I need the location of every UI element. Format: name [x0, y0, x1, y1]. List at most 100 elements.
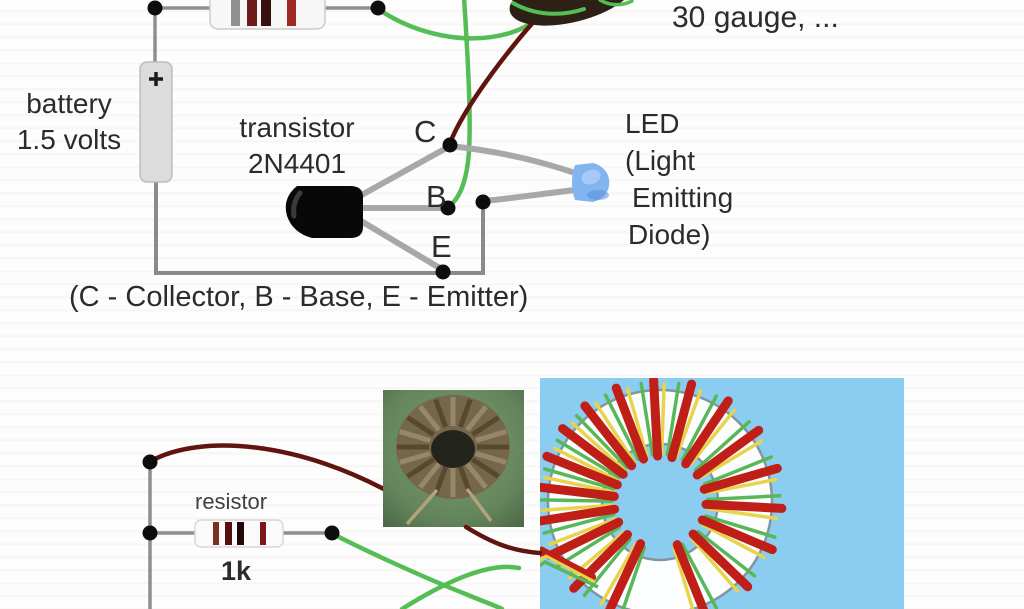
winding-wire — [593, 401, 636, 464]
winding-wire — [542, 475, 615, 494]
photo-coil-windings — [397, 397, 509, 497]
led-symbol — [447, 143, 610, 204]
winding-wire — [693, 419, 751, 472]
resistor-band — [237, 522, 244, 545]
toroid-lead-green — [540, 559, 599, 589]
winding-wire — [667, 379, 697, 463]
transistor-body — [285, 186, 363, 238]
winding-wire — [548, 517, 617, 547]
winding-wire — [639, 381, 655, 457]
resistor-band — [225, 522, 232, 545]
green-wire-bottom-b — [399, 564, 522, 609]
winding-wire — [705, 477, 778, 495]
junction-dot — [142, 454, 158, 470]
winding-wire — [540, 504, 620, 526]
winding-wire — [672, 540, 711, 609]
winding-wire — [688, 529, 753, 592]
winding-wire — [699, 439, 763, 480]
battery-body — [139, 61, 173, 183]
resistor-band — [213, 522, 219, 545]
junction-dot — [442, 137, 458, 153]
photo-winding — [406, 457, 435, 479]
resistor-band — [261, 0, 271, 26]
photo-winding — [433, 398, 448, 428]
top-resistor-symbol — [209, 0, 326, 30]
junction-dot — [440, 200, 456, 216]
battery-symbol — [139, 61, 173, 183]
led-label-line4: Diode) — [628, 219, 711, 250]
transistor-label-line1: transistor — [239, 112, 355, 143]
battery-label-line2: 1.5 volts — [16, 124, 122, 155]
winding-wire — [545, 517, 624, 560]
winding-wire — [692, 425, 764, 480]
winding-wire — [700, 522, 766, 560]
junction-dot — [147, 0, 163, 16]
resistor-band — [260, 522, 266, 545]
winding-wire — [599, 541, 638, 606]
winding-wire — [649, 378, 663, 461]
led-highlight — [581, 169, 601, 185]
resistor-value-label: 1k — [221, 556, 252, 586]
photo-winding — [471, 457, 500, 479]
red-wire-to-coil — [148, 443, 403, 501]
photo-winding — [465, 462, 488, 490]
led-shade — [587, 190, 609, 200]
toroid-lead-red — [540, 546, 596, 581]
battery-plus-icon — [149, 72, 163, 86]
photo-winding — [399, 429, 431, 443]
led-label-line3: Emitting — [632, 182, 734, 213]
winding-wire — [625, 386, 649, 458]
transistor-lead-c — [355, 143, 453, 200]
winding-wire — [706, 493, 782, 502]
winding-wire — [580, 401, 637, 471]
photo-winding — [475, 429, 507, 443]
junction-dot — [475, 194, 491, 210]
junction-dot — [142, 525, 158, 541]
winding-wire — [688, 408, 737, 467]
photo-winding — [399, 451, 431, 465]
winding-wire — [665, 381, 681, 457]
winding-wire — [570, 421, 627, 472]
pin-legend: (C - Collector, B - Base, E - Emitter) — [69, 281, 529, 313]
transistor-lead-e — [353, 215, 446, 273]
winding-wire — [611, 383, 649, 464]
winding-wire — [696, 529, 757, 578]
led-label-line1: LED — [625, 108, 680, 139]
bottom-rail — [154, 180, 485, 275]
winding-wire — [553, 446, 619, 482]
pin-label-emitter: E — [431, 229, 452, 264]
top-toroid-green-wrap — [598, 0, 634, 7]
winding-wire — [680, 394, 719, 462]
led-lead — [447, 143, 578, 176]
transistor-label: transistor 2N4401 — [212, 110, 382, 182]
winding-wire — [619, 545, 647, 609]
photo-winding — [418, 404, 441, 432]
winding-wire — [705, 506, 779, 521]
winding-wire — [701, 499, 787, 513]
green-wire-top-b — [446, 0, 472, 209]
resistor-band — [231, 0, 240, 26]
resistor-label: resistor — [195, 489, 268, 514]
winding-wire — [681, 396, 733, 469]
winding-wire — [704, 514, 777, 539]
toroid-photo — [383, 390, 524, 527]
photo-winding — [458, 398, 473, 428]
battery-label-line1: battery — [26, 88, 112, 119]
led-lead — [481, 187, 578, 204]
photo-winding — [418, 462, 441, 490]
battery-label: battery 1.5 volts — [0, 86, 138, 158]
photo-winding — [433, 466, 448, 496]
winding-wire — [540, 503, 614, 512]
top-toroid-photo — [509, 0, 635, 26]
winding-wire — [702, 455, 774, 486]
toroid-lead-yellow — [540, 554, 596, 584]
winding-wire — [603, 539, 646, 609]
winding-wire — [556, 525, 622, 568]
winding-wire — [555, 438, 621, 480]
led-label-line2: (Light — [625, 145, 696, 176]
winding-wire — [697, 515, 777, 555]
winding-wire — [674, 389, 703, 459]
green-wire-bottom-a — [330, 531, 505, 609]
